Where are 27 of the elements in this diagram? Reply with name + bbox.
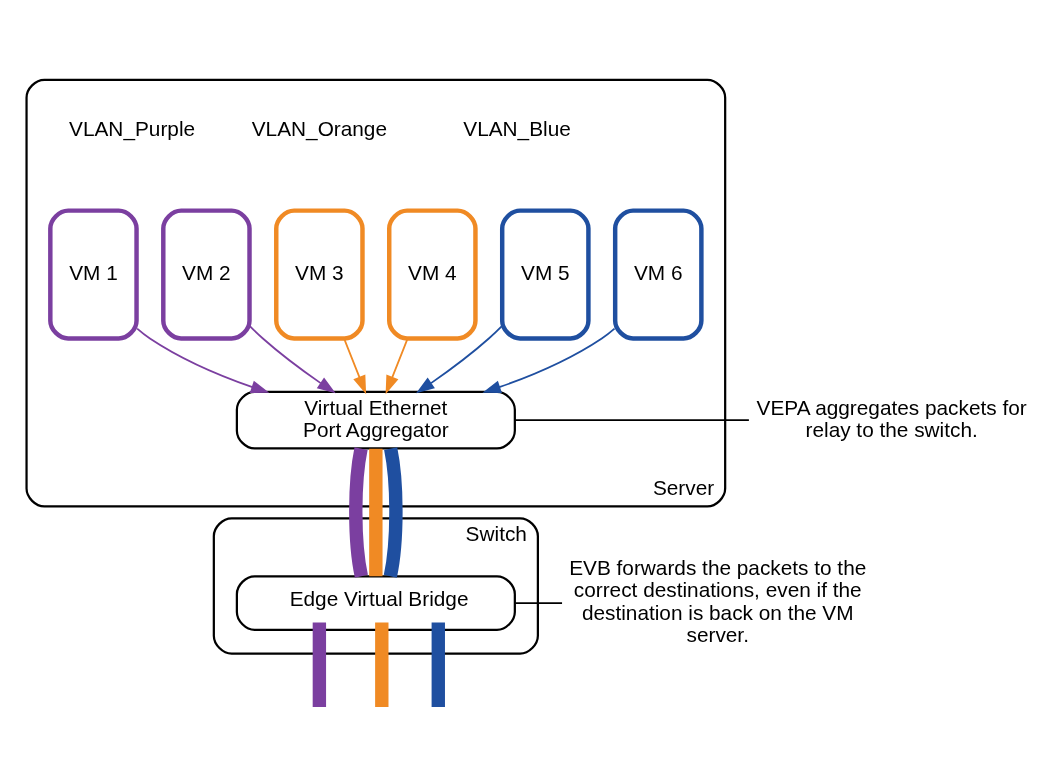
connector [383, 446, 403, 577]
node-box: VM 2 [161, 207, 252, 341]
connector [514, 418, 750, 421]
arrow [416, 324, 503, 393]
node-text: VEPA aggregates packets for relay to the switch. [756, 395, 1027, 441]
arrow [385, 337, 409, 394]
label: VLAN_Blue [463, 116, 571, 140]
connector [369, 448, 383, 576]
label: VLAN_Orange [251, 116, 388, 140]
arrow [343, 337, 367, 394]
node-box: VM 1 [48, 207, 139, 341]
arrow [136, 327, 270, 393]
connector [431, 621, 445, 707]
connector [349, 446, 368, 577]
node-box: VM 4 [387, 207, 478, 341]
node-box: VM 5 [499, 207, 591, 341]
label: VLAN_Purple [69, 116, 196, 140]
connector [312, 621, 327, 707]
node-box: Edge Virtual Bridge [235, 574, 516, 631]
node-box: VM 3 [274, 207, 365, 341]
node-box: Virtual Ethernet Port Aggregator [235, 390, 516, 450]
arrow [482, 327, 616, 393]
connector [514, 601, 563, 604]
connector [375, 621, 389, 707]
node-text: EVB forwards the packets to the correct destinations, even if the destination is back on the VM server. [569, 555, 867, 646]
node-box: VM 6 [612, 207, 704, 341]
arrow [248, 324, 336, 393]
